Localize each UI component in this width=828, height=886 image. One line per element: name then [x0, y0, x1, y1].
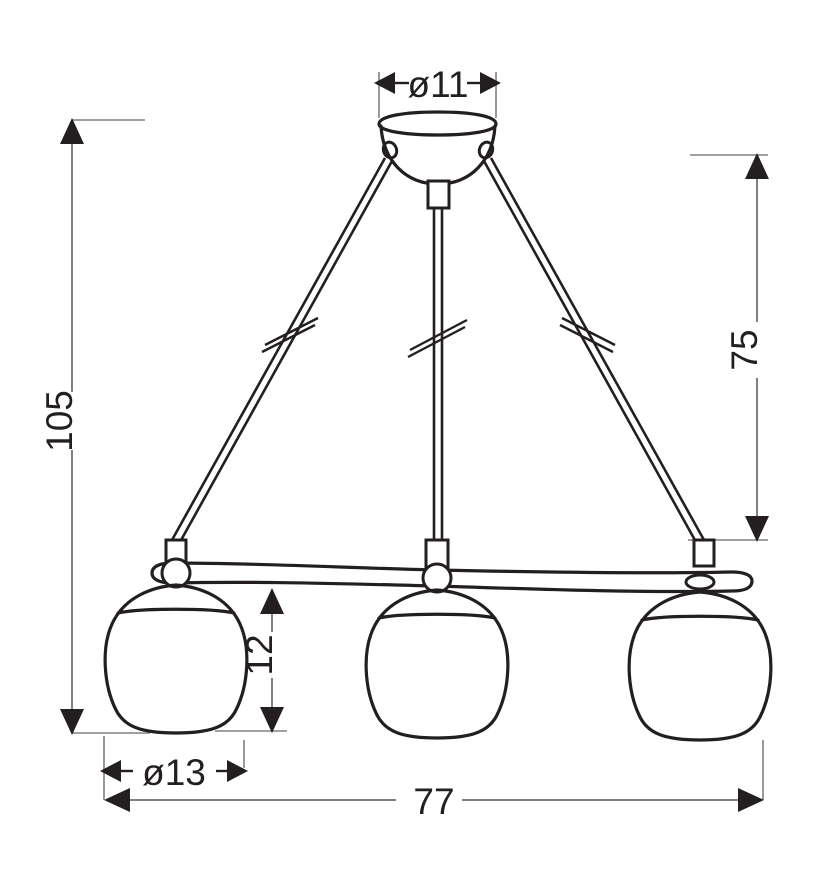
shade-neck-line — [640, 614, 760, 622]
dimension-overall-width: 77 — [104, 740, 764, 822]
bar-ball-joints — [160, 557, 716, 594]
shade-neck-line — [377, 612, 497, 620]
dimension-label-total-height: 105 — [39, 390, 80, 452]
canopy-cable-rings — [381, 140, 495, 160]
ball-joint-right — [684, 573, 716, 591]
dimension-label-suspension-height: 75 — [724, 329, 765, 370]
break-line-a — [264, 316, 319, 347]
glass-shade-right — [627, 590, 773, 742]
break-line-a — [409, 318, 468, 352]
arrowheads — [104, 788, 764, 812]
dimension-label-overall-width: 77 — [413, 781, 454, 822]
shade-body — [364, 588, 510, 740]
center-suspension-rod — [432, 208, 444, 540]
arrowheads — [60, 118, 84, 735]
cable-line-outer — [489, 157, 706, 541]
ball-joint-left — [160, 557, 192, 589]
left-suspension-cable — [170, 157, 394, 543]
dimension-total-height: 105 — [39, 118, 150, 735]
cable-line-inner — [482, 160, 698, 543]
dimension-suspension-height: 75 — [688, 153, 769, 542]
cable-ring-right — [477, 140, 495, 160]
glass-shade-center — [364, 588, 510, 740]
socket-holder-right — [692, 538, 716, 568]
dimension-shade-height: 12 — [215, 588, 287, 733]
cable-line-inner — [178, 160, 394, 543]
canopy-rim — [377, 110, 498, 137]
shade-neck-line — [116, 607, 236, 615]
cable-break-mark-right — [559, 316, 616, 354]
dimension-label-shade-diameter: ø13 — [142, 752, 206, 793]
arrowheads — [260, 588, 284, 733]
break-line-a — [561, 316, 616, 347]
arrowheads — [100, 760, 248, 782]
shade-body — [627, 590, 773, 742]
arrowheads — [374, 72, 501, 94]
cable-line-outer — [170, 157, 387, 541]
dimension-label-canopy-diameter: ø11 — [407, 64, 468, 105]
cable-break-mark-left — [261, 316, 319, 354]
glass-shade-left — [103, 583, 249, 735]
cable-break-mark-center — [407, 318, 468, 359]
break-line-b — [261, 323, 316, 354]
break-line-b — [559, 323, 614, 354]
break-line-b — [407, 325, 466, 359]
dimension-canopy-diameter: ø11 — [374, 64, 501, 118]
cable-ring-left — [381, 140, 399, 160]
dimension-shade-diameter: ø13 — [100, 736, 248, 800]
connector-body — [426, 179, 451, 210]
arrowheads — [745, 153, 769, 542]
right-suspension-cable — [482, 157, 706, 543]
center-connector-block — [426, 179, 451, 210]
shade-body — [103, 583, 249, 735]
ball-joint-center — [421, 562, 453, 594]
